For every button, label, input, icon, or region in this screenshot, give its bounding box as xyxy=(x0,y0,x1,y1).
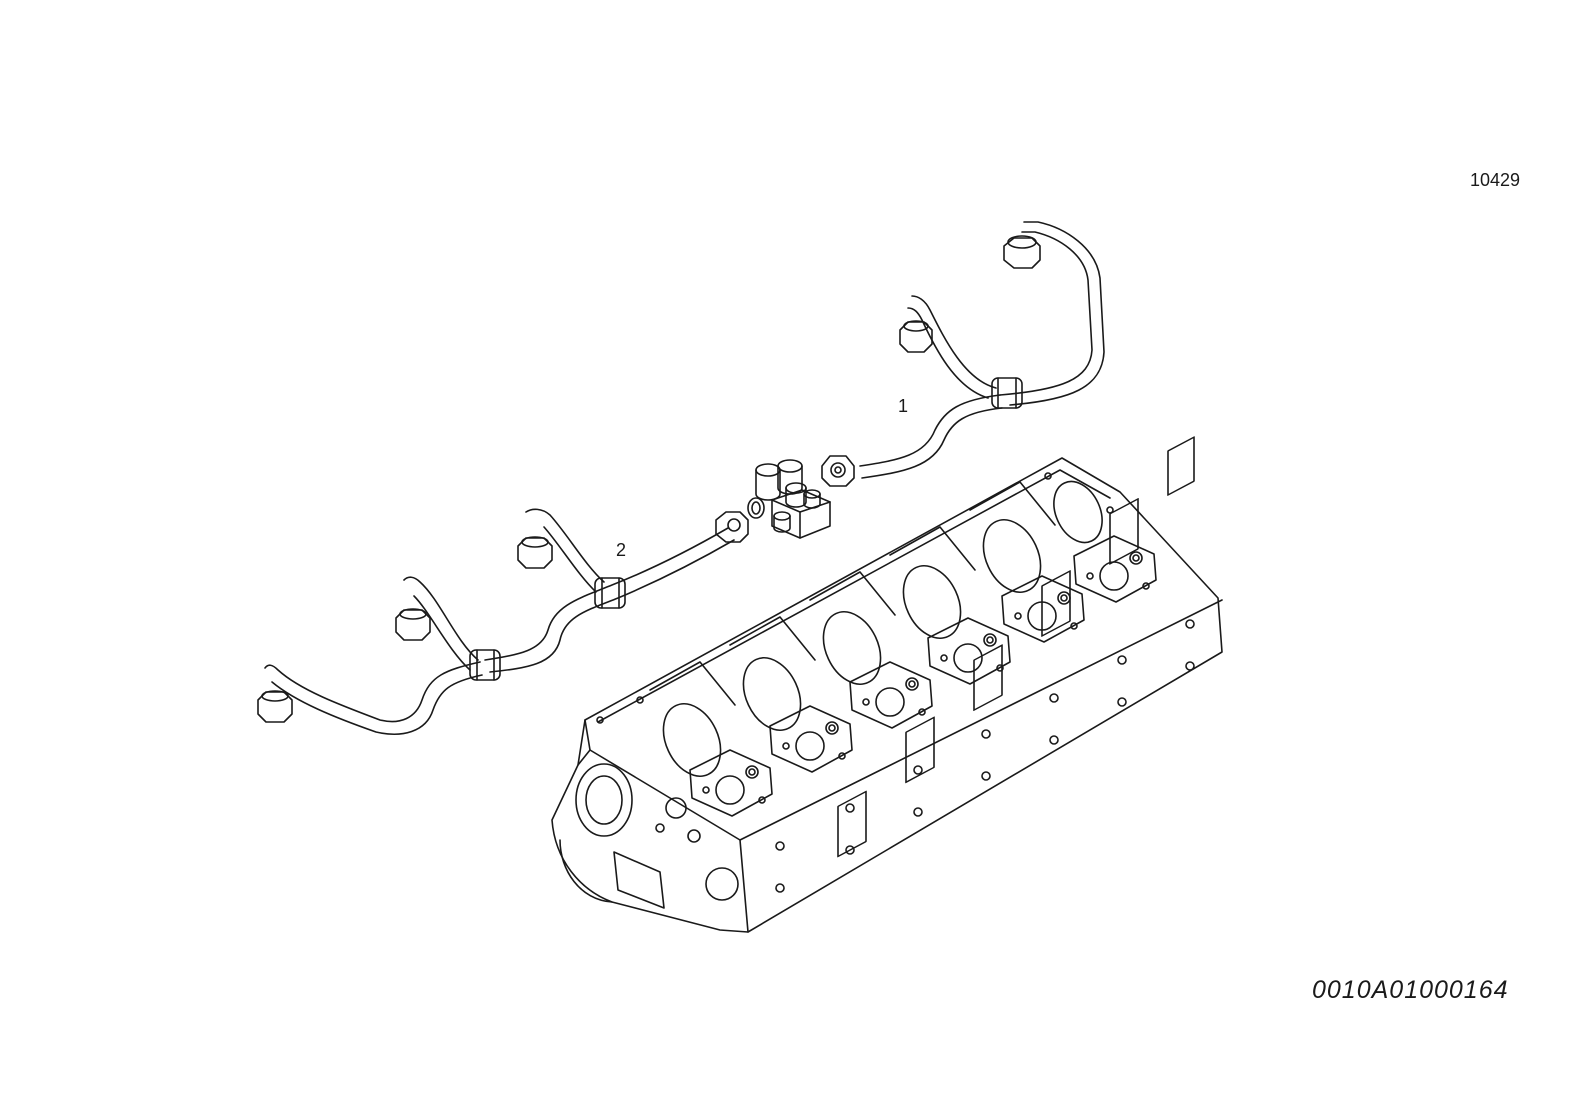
injector-boss xyxy=(1073,535,1157,603)
cylinder-bore xyxy=(969,481,1056,593)
fuel-junction-fitting xyxy=(747,459,831,539)
callout-2[interactable]: 2 xyxy=(616,540,627,560)
front-end-face xyxy=(559,763,739,909)
pipe-nut xyxy=(395,608,431,641)
drawing-code: 0010A01000164 xyxy=(1312,976,1509,1004)
fuel-pipe-1 xyxy=(821,221,1105,487)
injector-boss xyxy=(769,705,853,773)
pipe-nut xyxy=(257,690,293,723)
fuel-pipe-2 xyxy=(257,508,749,735)
bolt-holes xyxy=(596,472,1195,893)
cylinder-bore xyxy=(649,661,736,777)
pipe-nut xyxy=(899,320,933,353)
cylinder-bore xyxy=(809,571,896,685)
callout-1[interactable]: 1 xyxy=(898,396,909,416)
cylinder-bore xyxy=(729,616,816,731)
injector-boss xyxy=(689,749,773,817)
cylinder-bore xyxy=(1053,480,1103,544)
pipe-nut xyxy=(1003,235,1041,269)
injector-boss xyxy=(927,617,1011,685)
port-openings xyxy=(837,436,1195,858)
pipe-nut xyxy=(715,511,749,543)
injector-boss xyxy=(849,661,933,729)
cylinder-bore xyxy=(889,526,976,639)
pipe-nut xyxy=(821,455,855,487)
cylinder-head xyxy=(551,436,1223,933)
pipe-nut xyxy=(517,536,553,569)
reference-number: 10429 xyxy=(1470,170,1521,190)
